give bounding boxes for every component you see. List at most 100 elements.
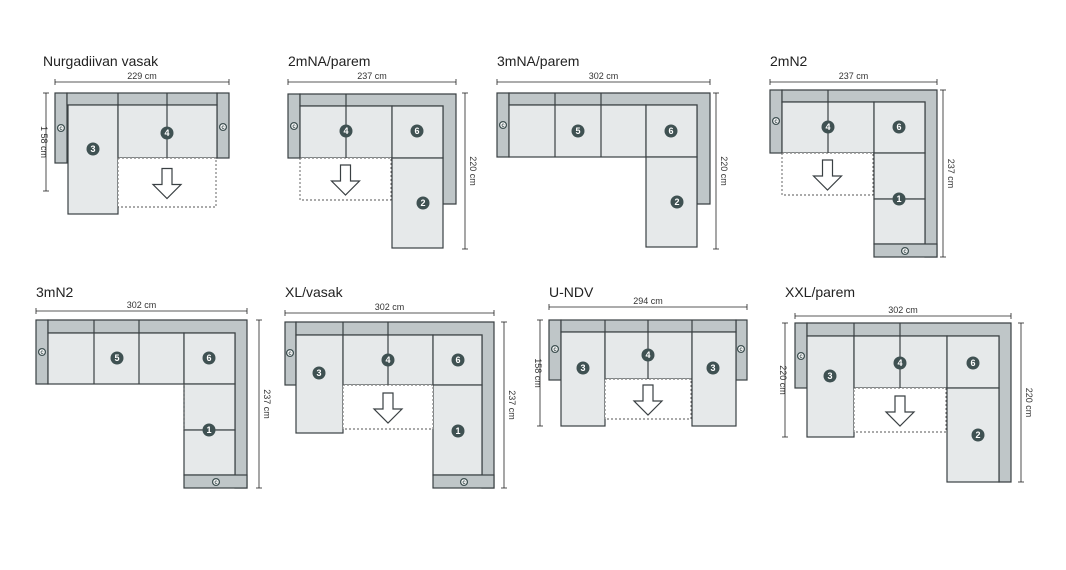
- module-number-badge: [202, 351, 216, 365]
- module-number: 2: [975, 430, 980, 440]
- height-dimension-label: 220 cm: [778, 365, 788, 395]
- width-dimension-label: 302 cm: [888, 305, 918, 315]
- module-number: 2: [420, 198, 425, 208]
- down-arrow-icon: [884, 395, 916, 427]
- module-number-badge: [312, 366, 326, 380]
- seat-cushion: [873, 152, 926, 200]
- width-dimension-label: 302 cm: [589, 71, 619, 81]
- chaise-seat: [67, 104, 119, 215]
- connector-label: c: [903, 249, 907, 255]
- connector-label: c: [553, 347, 557, 353]
- module-number-badge: [706, 361, 720, 375]
- connector-label: c: [59, 126, 63, 132]
- height-dimension-label: 237 cm: [507, 390, 517, 420]
- c-clip-icon: [218, 122, 228, 132]
- c-clip-icon: [285, 348, 295, 358]
- module-number: 6: [206, 353, 211, 363]
- c-clip-icon: [771, 116, 781, 126]
- connector-label: c: [501, 123, 505, 129]
- down-arrow-icon: [151, 167, 183, 200]
- module-number: 6: [455, 355, 460, 365]
- module-number: 3: [827, 371, 832, 381]
- connector-label: c: [462, 480, 466, 486]
- module-number: 1: [455, 426, 460, 436]
- seat-cushion: [183, 429, 236, 476]
- seat-cushion: [183, 383, 236, 431]
- c-clip-icon: [459, 477, 469, 487]
- module-number-badge: [451, 424, 465, 438]
- module-number: 5: [575, 126, 580, 136]
- corner-seat: [183, 332, 236, 385]
- down-arrow-icon: [632, 384, 664, 416]
- c-clip-icon: [900, 246, 910, 256]
- height-dimension-label: 158 cm: [533, 358, 543, 388]
- module-number-badge: [664, 124, 678, 138]
- diagram-title: XXL/parem: [785, 284, 855, 300]
- module-number: 2: [674, 197, 679, 207]
- module-number-badge: [892, 120, 906, 134]
- module-number: 6: [414, 126, 419, 136]
- left-chaise-seat: [560, 331, 606, 427]
- module-number: 4: [164, 128, 169, 138]
- module-number: 3: [316, 368, 321, 378]
- down-arrow-icon: [330, 164, 361, 196]
- module-number-badge: [966, 356, 980, 370]
- module-number-badge: [416, 196, 430, 210]
- c-clip-icon: [211, 477, 221, 487]
- module-number: 5: [114, 353, 119, 363]
- connector-label: c: [739, 347, 743, 353]
- width-dimension-label: 302 cm: [127, 300, 157, 310]
- down-arrow-icon: [812, 159, 843, 191]
- seat-cushion: [873, 198, 926, 245]
- diagram-xxl-parem: XXL/parem 302 cm 220 cm 220 cm 3 4 6 2 c: [778, 284, 1034, 483]
- module-number: 4: [897, 358, 902, 368]
- module-number: 4: [645, 350, 650, 360]
- module-number: 1: [896, 194, 901, 204]
- connector-label: c: [221, 125, 225, 131]
- c-clip-icon: [550, 344, 560, 354]
- module-number-badge: [110, 351, 124, 365]
- module-number: 4: [343, 126, 348, 136]
- module-number-badge: [451, 353, 465, 367]
- height-dimension-label: 1 58 cm: [39, 126, 49, 158]
- module-number-badge: [86, 142, 100, 156]
- width-dimension-label: 302 cm: [375, 302, 405, 312]
- width-dimension-label: 237 cm: [839, 71, 869, 81]
- module-number-badge: [339, 124, 353, 138]
- module-number: 3: [580, 363, 585, 373]
- module-number: 6: [970, 358, 975, 368]
- diagram-title: 2mNA/parem: [288, 53, 370, 69]
- module-number-badge: [571, 124, 585, 138]
- module-number-badge: [892, 192, 906, 206]
- connector-label: c: [288, 351, 292, 357]
- module-number-badge: [641, 348, 655, 362]
- width-dimension-label: 229 cm: [127, 71, 157, 81]
- diagram-title: 2mN2: [770, 53, 808, 69]
- chaise-seat: [391, 157, 444, 249]
- module-number-badge: [410, 124, 424, 138]
- height-dimension-label: 237 cm: [946, 159, 956, 189]
- diagram-title: XL/vasak: [285, 284, 344, 300]
- height-dimension-label: 220 cm: [468, 156, 478, 186]
- right-chaise-seat: [691, 331, 737, 427]
- c-clip-icon: [736, 344, 746, 354]
- module-number-badge: [971, 428, 985, 442]
- module-number: 6: [668, 126, 673, 136]
- chaise-seat: [806, 335, 855, 438]
- module-number: 6: [896, 122, 901, 132]
- module-number-badge: [670, 195, 684, 209]
- diagram-title: Nurgadiivan vasak: [43, 53, 159, 69]
- module-number-badge: [381, 353, 395, 367]
- connector-label: c: [214, 480, 218, 486]
- height-dimension-label: 220 cm: [1024, 388, 1034, 418]
- module-number-badge: [202, 423, 216, 437]
- c-clip-icon: [56, 123, 66, 133]
- module-number-badge: [160, 126, 174, 140]
- module-number-badge: [823, 369, 837, 383]
- connector-label: c: [799, 354, 803, 360]
